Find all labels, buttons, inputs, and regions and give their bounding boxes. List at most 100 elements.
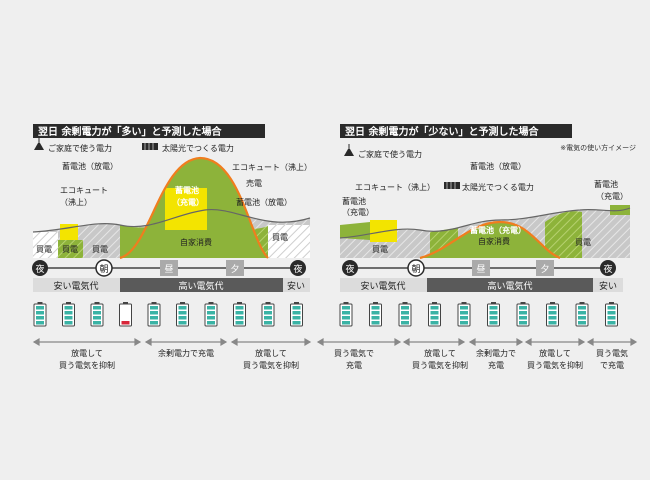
battery-level-bar: [489, 306, 498, 310]
time-marker-evening-r: 夕: [540, 263, 549, 275]
right-action-5-line1: 買う電気: [596, 348, 628, 358]
right-action-3-line1: 余剰電力で: [476, 348, 516, 358]
solar-curve: [119, 156, 269, 260]
solar-panel-icon: [142, 143, 158, 150]
battery-charge-box: [165, 188, 207, 230]
battery-discharge-label: 蓄電池（放電）: [62, 161, 118, 171]
battery-level-bar: [264, 316, 272, 320]
solar-curve-right: [419, 220, 561, 260]
battery-level-bar: [178, 306, 187, 310]
buy-area-right: [268, 225, 310, 258]
price-cheap-left: [33, 278, 120, 292]
left-action-1-line2: 買う電気を抑制: [59, 360, 115, 370]
battery-level-bar: [292, 316, 301, 320]
battery-discharge-right-label: 蓄電池（放電）: [236, 197, 292, 207]
battery-level-bar: [150, 306, 158, 310]
battery-icon: [457, 302, 471, 327]
time-marker-night-start-r: 夜: [345, 263, 354, 275]
battery-level-bar: [489, 316, 498, 320]
buy-label-2: 買電: [62, 245, 78, 254]
battery-level-bar: [548, 316, 557, 320]
household-curve: [32, 209, 311, 233]
household-label-right: ご家庭で使う電力: [358, 149, 422, 159]
battery-level-bar: [519, 316, 527, 320]
battery-level-bar: [548, 306, 557, 310]
battery-icon: [428, 302, 441, 327]
battery-icon: [339, 302, 353, 327]
battery-level-bar: [578, 306, 586, 310]
battery-level-bar: [36, 321, 44, 325]
time-marker-morning-r: 朝: [411, 264, 420, 275]
battery-level-bar: [460, 311, 468, 315]
battery-level-bar: [430, 311, 439, 315]
right-time-markers: 夜 朝 昼 夕 夜: [342, 259, 616, 277]
battery-level-bar: [64, 306, 73, 310]
battery-level-bar: [64, 316, 73, 320]
battery-icon: [369, 302, 382, 327]
battery-level-bar: [342, 311, 350, 315]
battery-level-bar: [93, 316, 101, 320]
ecocute-label-a: エコキュート: [60, 186, 108, 195]
battery-level-bar: [292, 306, 301, 310]
solar-label-right: 太陽光でつくる電力: [462, 182, 534, 192]
right-title: 翌日 余剰電力が「少ない」と予測した場合: [345, 125, 539, 138]
ecocute-label-right: エコキュート（沸上）: [355, 182, 435, 192]
price-cheap-right: [283, 278, 310, 292]
battery-icon: [119, 302, 132, 327]
battery-level-bar: [178, 316, 187, 320]
battery-level-bar: [489, 321, 498, 325]
battery-discharge-label-right: 蓄電池（放電）: [470, 161, 526, 171]
right-action-1-line1: 買う電気で: [334, 348, 374, 358]
battery-level-bar: [519, 311, 527, 315]
battery-level-bar: [121, 321, 130, 325]
price-expensive: [120, 278, 283, 292]
battery-level-bar: [93, 311, 101, 315]
time-marker-evening: 夕: [230, 263, 239, 275]
household-label: ご家庭で使う電力: [48, 143, 112, 153]
self-consumption-label: 自家消費: [180, 237, 212, 247]
battery-charge-right-label-a: 蓄電池: [594, 179, 618, 189]
buy-label-r1: 買電: [372, 245, 388, 254]
time-marker-noon-r: 昼: [476, 264, 485, 275]
battery-level-bar: [207, 321, 215, 325]
usage-note: ※電気の使い方イメージ: [560, 143, 636, 152]
battery-level-bar: [401, 316, 409, 320]
battery-level-bar: [342, 321, 350, 325]
battery-level-bar: [264, 306, 272, 310]
solar-label: 太陽光でつくる電力: [162, 143, 234, 153]
battery-level-bar: [36, 311, 44, 315]
lamp-icon: [344, 144, 354, 156]
right-action-4-line2: 買う電気を抑制: [527, 360, 583, 370]
battery-level-bar: [292, 311, 301, 315]
right-action-2-line2: 買う電気を抑制: [412, 360, 468, 370]
battery-level-bar: [607, 321, 616, 325]
left-title: 翌日 余剰電力が「多い」と予測した場合: [38, 125, 222, 138]
battery-charge-left-label-b: （充電）: [342, 207, 374, 217]
battery-charge-right-label-b: （充電）: [596, 191, 628, 201]
battery-level-bar: [578, 316, 586, 320]
right-action-arrows: [316, 337, 638, 347]
ecocute-label-b: （沸上）: [60, 197, 92, 207]
battery-level-bar: [235, 311, 244, 315]
battery-level-bar: [292, 321, 301, 325]
battery-level-bar: [371, 306, 380, 310]
battery-icon: [233, 302, 246, 327]
battery-level-bar: [607, 311, 616, 315]
battery-charge-center-label: 蓄電池（充電）: [470, 225, 526, 235]
battery-charge-left-label-a: 蓄電池: [342, 196, 366, 206]
lamp-icon: [34, 138, 44, 150]
battery-level-bar: [607, 316, 616, 320]
price-expensive-label-r: 高い電気代: [487, 280, 532, 292]
price-expensive-r: [427, 278, 593, 292]
battery-level-bar: [460, 306, 468, 310]
right-action-5-line2: で充電: [600, 360, 624, 370]
battery-level-bar: [64, 321, 73, 325]
battery-level-bar: [430, 316, 439, 320]
battery-icon: [487, 302, 500, 327]
time-marker-night-start: 夜: [35, 263, 44, 275]
battery-discharge-area-1: [58, 240, 83, 258]
battery-level-bar: [371, 321, 380, 325]
battery-level-bar: [36, 316, 44, 320]
battery-level-bar: [578, 311, 586, 315]
